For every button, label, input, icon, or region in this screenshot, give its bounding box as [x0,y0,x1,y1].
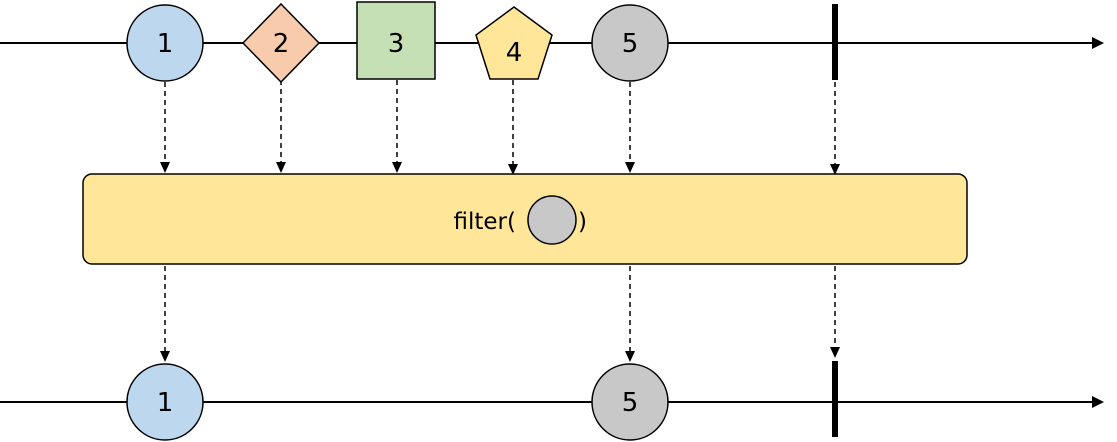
arrowhead-icon [830,164,840,175]
operator-predicate-circle-icon [527,195,577,245]
operator-name: filter( [454,209,516,235]
input-marbles: 1 2 3 4 5 [126,1,838,84]
circle-marble-icon [126,4,204,82]
output-arrowheads [160,347,840,362]
input-marble-1: 1 [126,4,204,82]
arrowhead-icon [392,162,402,173]
marble-label: 5 [622,388,639,418]
input-marble-2: 2 [241,2,321,84]
marble-label: 4 [506,38,523,68]
marble-label: 3 [388,29,405,59]
marble-label: 1 [157,29,174,59]
output-marbles: 1 5 [126,361,838,441]
input-timeline-arrow-icon [1092,37,1104,49]
arrowhead-icon [160,351,170,362]
input-marble-5: 5 [591,4,669,82]
circle-marble-icon [126,363,204,441]
arrowhead-icon [160,162,170,173]
operator-to-output-arrows [164,266,836,352]
input-completion-bar [832,4,838,80]
square-marble-icon [356,1,436,80]
diamond-marble-icon [241,2,321,84]
output-completion-bar [832,361,838,437]
operator-box [82,173,968,265]
arrowhead-icon [830,347,840,358]
input-marble-4: 4 [475,6,553,80]
arrowhead-icon [625,351,635,362]
input-arrowheads [160,162,840,175]
arrowhead-icon [276,162,286,173]
output-marble-5: 5 [591,363,669,441]
circle-marble-icon [591,363,669,441]
output-marble-1: 1 [126,363,204,441]
marble-label: 5 [622,29,639,59]
marble-label: 1 [157,388,174,418]
marble-label: 2 [273,29,290,59]
operator-close: ) [578,209,587,235]
output-timeline-arrow-icon [1092,396,1104,408]
arrowhead-icon [508,164,518,175]
input-marble-3: 3 [356,1,436,80]
pentagon-marble-icon [475,6,553,80]
arrowhead-icon [625,162,635,173]
circle-marble-icon [591,4,669,82]
input-to-operator-arrows [164,80,836,165]
